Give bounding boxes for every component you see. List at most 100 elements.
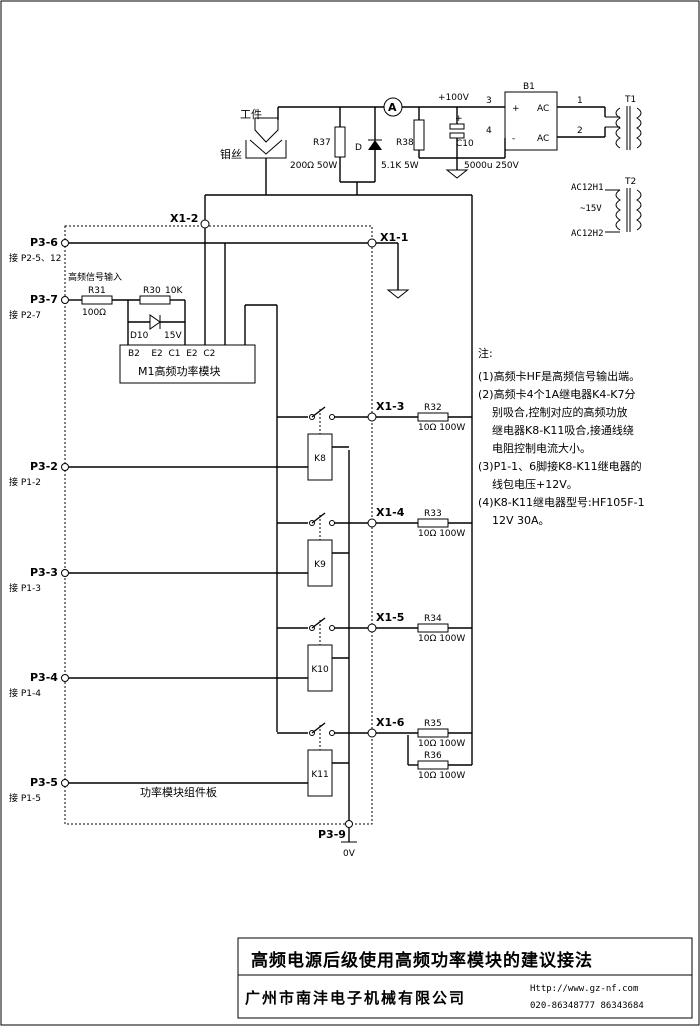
relay-contact-k8: [311, 406, 326, 418]
r36-value: 10Ω 100W: [418, 771, 465, 781]
label-x1-5: X1-5: [376, 611, 404, 624]
contact-dot: [329, 520, 335, 526]
t1-label: T1: [624, 95, 636, 105]
relay-contact-k11: [311, 722, 326, 734]
terminal-x1-3: [367, 412, 377, 422]
ground-icon-2: [386, 289, 410, 299]
notes-title: 注:: [478, 346, 493, 360]
p3-7-terminal: [61, 296, 69, 304]
company-phone: 020-86348777 86343684: [530, 1001, 644, 1011]
relay-name: K10: [311, 665, 329, 675]
c10-capacitor: [449, 123, 465, 130]
p3-6-label: P3-6: [30, 236, 58, 249]
wire-label: 钼丝: [220, 147, 242, 161]
terminal-p3-3: [61, 569, 69, 577]
m1-pins: B2 E2 C1 E2 C2: [128, 349, 215, 359]
terminal-p3-4: [61, 674, 69, 682]
p3-6-sub: 接 P2-5、12: [9, 252, 61, 264]
ac12h1-label: AC12H1: [571, 183, 604, 193]
resistor-label: R35: [424, 719, 442, 729]
resistor-r33: [417, 518, 449, 528]
svg-text:3: 3: [486, 96, 492, 106]
label-p3-4: P3-4: [30, 671, 58, 684]
label-p3-2: P3-2: [30, 460, 58, 473]
hf-input-label: 高频信号输入: [68, 271, 122, 283]
r38-resistor: [413, 119, 425, 151]
r37-label: R37: [313, 138, 331, 148]
voltage-label: +100V: [438, 93, 470, 103]
board-label: 功率模块组件板: [140, 785, 217, 799]
module-board: [64, 225, 373, 825]
resistor-r34: [417, 623, 449, 633]
diode-icon: [368, 140, 382, 150]
d10-label: D10: [130, 331, 149, 341]
sublabel-p3-4: 接 P1-4: [9, 687, 41, 699]
r36-label: R36: [424, 751, 442, 761]
svg-text:1: 1: [577, 96, 583, 106]
p3-7-label: P3-7: [30, 293, 58, 306]
p3-9-terminal: [345, 820, 353, 828]
r31-value: 100Ω: [82, 308, 106, 318]
label-p3-5: P3-5: [30, 776, 58, 789]
resistor-value: 10Ω 100W: [418, 529, 465, 539]
note-line: 电阻控制电流大小。: [478, 441, 591, 455]
note-line: 继电器K8-K11吸合,接通线绕: [478, 423, 634, 437]
contact-dot: [329, 730, 335, 736]
b1-rectifier: [504, 91, 558, 151]
note-line: (1)高频卡HF是高频信号输出端。: [478, 369, 640, 383]
relay-coil-k9: [307, 539, 333, 587]
terminal-x1-5: [367, 623, 377, 633]
p3-7-sub: 接 P2-7: [9, 309, 41, 321]
label-p3-3: P3-3: [30, 566, 58, 579]
c10-label: C10: [456, 139, 474, 149]
diode-label: D: [355, 143, 362, 153]
resistor-value: 10Ω 100W: [418, 423, 465, 433]
note-line: (2)高频卡4个1A继电器K4-K7分: [478, 387, 636, 401]
v15-label: ~15V: [580, 204, 602, 214]
r31-label: R31: [88, 286, 106, 296]
resistor-value: 10Ω 100W: [418, 634, 465, 644]
ground-icon: [445, 169, 469, 179]
r38-label: R38: [396, 138, 414, 148]
terminal-x1-4: [367, 518, 377, 528]
r30-resistor: [139, 295, 171, 305]
company-name: 广州市南沣电子机械有限公司: [245, 989, 466, 1007]
d10-value: 15V: [164, 331, 182, 341]
x1-2-label: X1-2: [170, 212, 198, 225]
resistor-label: R33: [424, 509, 442, 519]
relay-contact-k9: [311, 512, 326, 524]
drawing-title: 高频电源后级使用高频功率模块的建议接法: [251, 950, 593, 971]
t1-transformer: [605, 106, 642, 150]
m1-module: [119, 344, 256, 384]
workpiece-electrode: [245, 117, 287, 195]
relay-name: K8: [314, 454, 326, 464]
d10-zener-icon: [149, 314, 161, 330]
t2-transformer: [605, 188, 642, 233]
contact-dot: [329, 625, 335, 631]
svg-text:AC: AC: [537, 104, 549, 114]
r30-value: 10K: [165, 286, 183, 296]
relay-name: K9: [314, 560, 326, 570]
m1-name: M1高频功率模块: [138, 364, 221, 378]
relay-coil-k8: [307, 433, 333, 481]
label-x1-4: X1-4: [376, 506, 405, 519]
relay-contact-k10: [311, 617, 326, 629]
sublabel-p3-2: 接 P1-2: [9, 476, 41, 488]
relay-name: K11: [311, 770, 328, 780]
sublabel-p3-3: 接 P1-3: [9, 582, 41, 594]
zero-v-label: 0V: [343, 849, 356, 859]
r37-value: 200Ω 50W: [290, 161, 337, 171]
terminal-p3-5: [61, 779, 69, 787]
svg-text:4: 4: [486, 126, 492, 136]
terminal-p3-2: [61, 463, 69, 471]
x1-2-terminal: [200, 219, 210, 229]
r36-resistor: [417, 760, 449, 770]
svg-text:+: +: [455, 114, 463, 124]
t2-label: T2: [624, 177, 636, 187]
workpiece-label: 工件: [240, 108, 262, 121]
svg-text:-: -: [512, 134, 515, 144]
resistor-label: R32: [424, 403, 442, 413]
